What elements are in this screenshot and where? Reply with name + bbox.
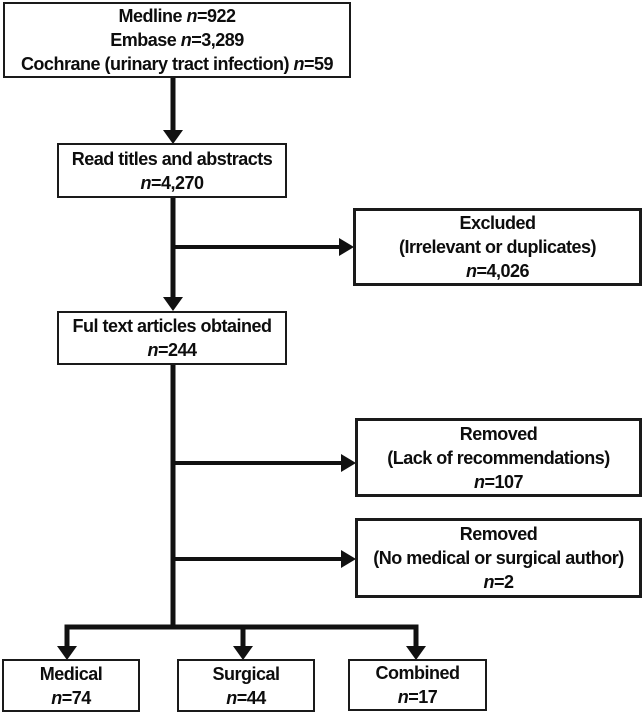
node-full-text-line-2: n=244 [147, 340, 197, 360]
node-excluded-line-3: n=4,026 [465, 261, 530, 281]
node-screened-line-2: n=4,270 [140, 172, 204, 193]
node-removed-no-author: Removed (No medical or surgical author) … [355, 518, 642, 598]
arrow-to-surgical [233, 625, 253, 660]
node-removed2-line-2: (No medical or surgical author) [373, 548, 624, 568]
node-removed2-line-3: n=2 [483, 572, 514, 592]
node-removed1-line-1: Removed [459, 423, 538, 444]
node-removed-lack-of-recommendations: Removed (Lack of recommendations) n=107 [355, 418, 642, 497]
node-combined-line-1: Combined [375, 663, 461, 683]
node-combined-line-2: n=17 [397, 687, 438, 707]
node-surgical-line-1: Surgical [212, 663, 280, 684]
node-removed1-line-3: n=107 [473, 471, 524, 492]
node-medical-line-2: n=74 [51, 687, 91, 708]
node-medical: Medical n=74 [2, 659, 140, 712]
arrow-to-removed-lack-of-recommendations [171, 454, 356, 472]
node-combined: Combined n=17 [348, 659, 487, 711]
node-excluded: Excluded (Irrelevant or duplicates) n=4,… [353, 208, 642, 286]
node-sources-line-2: Embase n=3,289 [110, 30, 244, 50]
arrow-to-combined [406, 625, 426, 660]
node-surgical-line-2: n=44 [226, 687, 266, 708]
node-removed2-line-1: Removed [459, 524, 538, 544]
node-sources: Medline n=922 Embase n=3,289 Cochrane (u… [3, 2, 351, 78]
node-sources-line-1: Medline n=922 [118, 6, 236, 26]
arrow-to-excluded [171, 238, 354, 256]
node-surgical: Surgical n=44 [177, 659, 315, 712]
arrow-to-removed-no-author [171, 550, 356, 568]
node-excluded-line-1: Excluded [459, 213, 536, 233]
arrow-sources-to-screened [163, 78, 183, 144]
node-screened-line-1: Read titles and abstracts [71, 148, 273, 169]
node-medical-line-1: Medical [39, 663, 103, 684]
arrow-to-medical [57, 625, 77, 660]
node-excluded-line-2: (Irrelevant or duplicates) [398, 237, 597, 257]
node-screened: Read titles and abstracts n=4,270 [57, 143, 287, 198]
node-sources-line-3: Cochrane (urinary tract infection) n=59 [20, 54, 334, 74]
node-removed1-line-2: (Lack of recommendations) [387, 447, 610, 468]
node-full-text-line-1: Ful text articles obtained [72, 316, 272, 336]
node-full-text: Ful text articles obtained n=244 [57, 311, 287, 365]
arrow-screened-to-fulltext [163, 198, 183, 311]
